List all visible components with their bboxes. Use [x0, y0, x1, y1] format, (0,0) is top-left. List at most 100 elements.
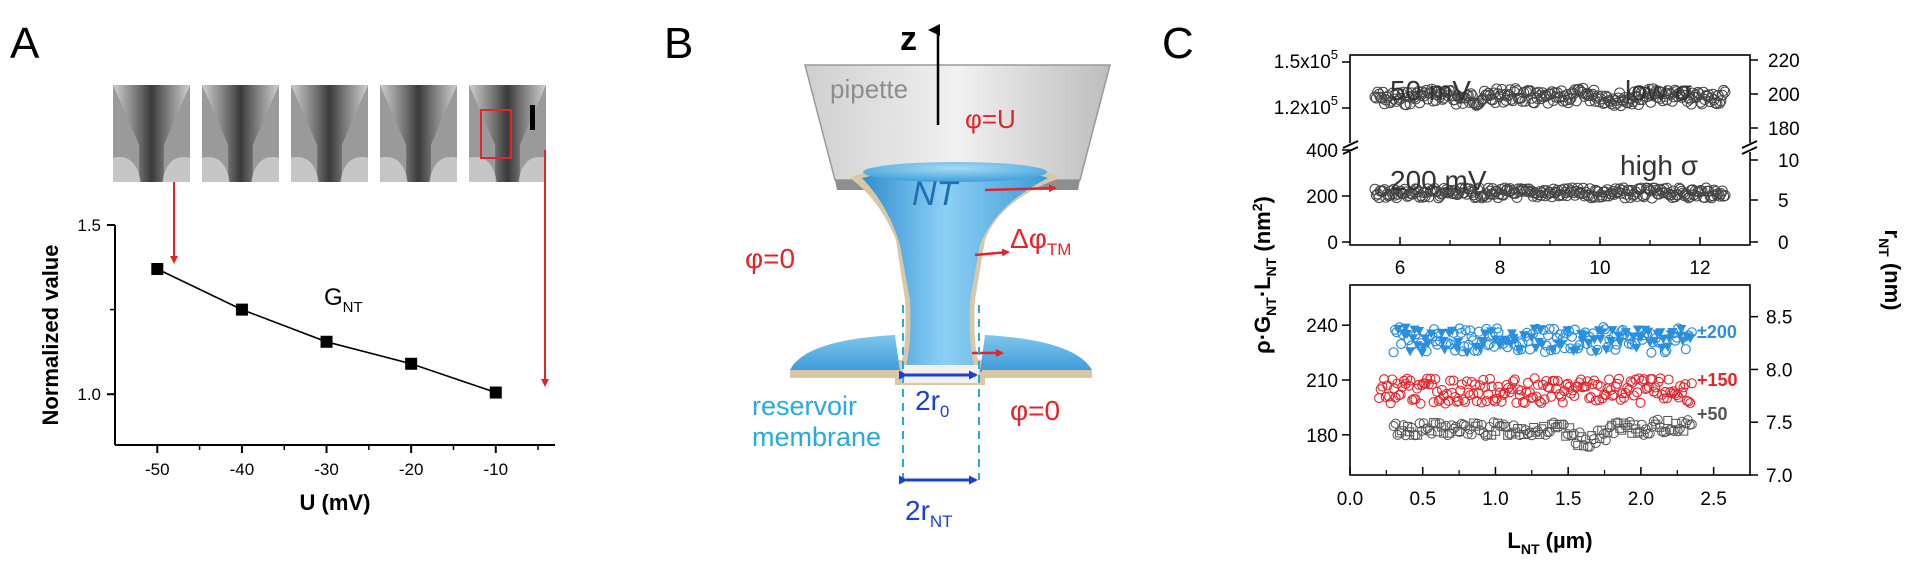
point-plus150: [1489, 396, 1500, 407]
point-pm200: [1620, 328, 1631, 338]
point-plus50: [1480, 430, 1491, 441]
top-right-tick-label: 10: [1778, 151, 1799, 172]
point-200mv: [1583, 190, 1594, 202]
point-50mv: [1372, 86, 1384, 98]
axis-break: [1342, 140, 1758, 155]
point-pm200: [1662, 342, 1673, 352]
panel-b: B pipette z NT φ=U φ=0 φ=0 ΔφTM 2r0: [664, 19, 1111, 531]
point-50mv: [1716, 89, 1728, 101]
reservoir-label-2: membrane: [752, 422, 881, 452]
point-plus150: [1622, 382, 1633, 393]
point-plus150: [1680, 379, 1691, 390]
point-50mv: [1679, 85, 1690, 97]
top-x-tick-label: 6: [1395, 258, 1406, 279]
top-right-tick-label: 200: [1768, 85, 1800, 106]
point-plus50: [1395, 428, 1405, 438]
thumbnail: [202, 85, 279, 182]
top-left-tick-label: 200: [1306, 187, 1338, 208]
point-pm200: [1605, 336, 1616, 346]
top-x-tick-label: 8: [1495, 258, 1506, 279]
top-left-tick-label: 1.5x105: [1274, 47, 1338, 73]
point-plus50: [1472, 418, 1483, 429]
point-plus150: [1496, 396, 1507, 407]
point-pm200: [1460, 325, 1471, 336]
point-plus150: [1655, 373, 1666, 384]
point-plus150: [1498, 389, 1509, 400]
point-plus150: [1565, 388, 1577, 399]
point-plus150: [1423, 379, 1434, 390]
point-plus150: [1556, 391, 1567, 402]
point-plus150: [1390, 392, 1401, 403]
point-pm200: [1402, 330, 1413, 339]
point-plus50: [1584, 441, 1595, 452]
point-pm200: [1680, 344, 1691, 355]
point-plus150: [1383, 391, 1395, 402]
point-pm200: [1519, 331, 1529, 341]
x-tick-label: -30: [314, 460, 339, 479]
point-plus150: [1536, 397, 1547, 409]
point-plus150: [1458, 394, 1469, 406]
point-plus150: [1385, 398, 1396, 409]
point-pm200: [1535, 325, 1546, 335]
point-plus150: [1506, 383, 1517, 394]
point-plus50: [1498, 419, 1509, 430]
point-plus150: [1552, 375, 1563, 387]
point-plus150: [1633, 373, 1644, 384]
point-50mv: [1560, 94, 1571, 106]
panel-a-xlabel: U (mV): [300, 490, 371, 515]
bottom-x-tick-label: 2.0: [1628, 489, 1654, 510]
point-plus150: [1445, 375, 1456, 386]
reservoir-right-edge: [982, 370, 1092, 378]
point-plus50: [1663, 415, 1673, 425]
point-50mv: [1491, 83, 1503, 95]
point-pm200: [1421, 346, 1432, 357]
point-plus150: [1617, 388, 1628, 399]
phi-zero-right: φ=0: [1010, 395, 1060, 426]
panel-a-ticks: -50-40-30-20-101.01.5: [77, 216, 539, 479]
point-plus150: [1425, 373, 1436, 384]
microscopy-thumbnails: [113, 85, 546, 182]
point-plus150: [1440, 398, 1451, 409]
top-x-tick-label: 10: [1589, 258, 1610, 279]
point-plus50: [1414, 418, 1425, 429]
legend-50: +50: [1697, 404, 1728, 424]
label-low-sigma: low σ: [1625, 75, 1692, 106]
point-plus150: [1456, 379, 1467, 390]
panel-a-ylabel: Normalized value: [38, 245, 63, 426]
point-plus150: [1426, 379, 1438, 390]
point-plus150: [1685, 397, 1696, 409]
point-plus150: [1377, 381, 1388, 392]
point-50mv: [1588, 84, 1600, 96]
nt-label: NT: [912, 175, 960, 213]
point-plus150: [1451, 396, 1462, 407]
point-pm200: [1414, 327, 1425, 336]
point-50mv: [1719, 86, 1731, 98]
point-plus50: [1390, 418, 1401, 429]
point-50mv: [1687, 87, 1699, 99]
reservoir-right: [980, 335, 1092, 372]
point-plus150: [1413, 379, 1424, 390]
point-plus150: [1683, 396, 1694, 407]
point-pm200: [1475, 344, 1486, 354]
point-pm200: [1659, 347, 1670, 358]
point-pm200: [1610, 344, 1621, 355]
point-plus150: [1671, 390, 1682, 401]
point-50mv: [1662, 85, 1674, 97]
point-plus150: [1561, 379, 1572, 390]
point-plus150: [1635, 397, 1646, 408]
top-x-tick-label: 12: [1689, 258, 1710, 279]
point-50mv: [1395, 93, 1407, 104]
point-plus150: [1609, 389, 1620, 400]
point-plus150: [1478, 374, 1489, 385]
point-pm200: [1614, 337, 1625, 347]
bottom-plot-points: [1374, 322, 1697, 452]
point-50mv: [1564, 94, 1576, 105]
legend-pm200: ±200: [1697, 322, 1737, 342]
point-pm200: [1482, 340, 1494, 351]
point-pm200: [1408, 334, 1419, 344]
point-plus150: [1474, 380, 1486, 391]
point-plus150: [1455, 385, 1466, 396]
point-plus150: [1686, 378, 1697, 389]
